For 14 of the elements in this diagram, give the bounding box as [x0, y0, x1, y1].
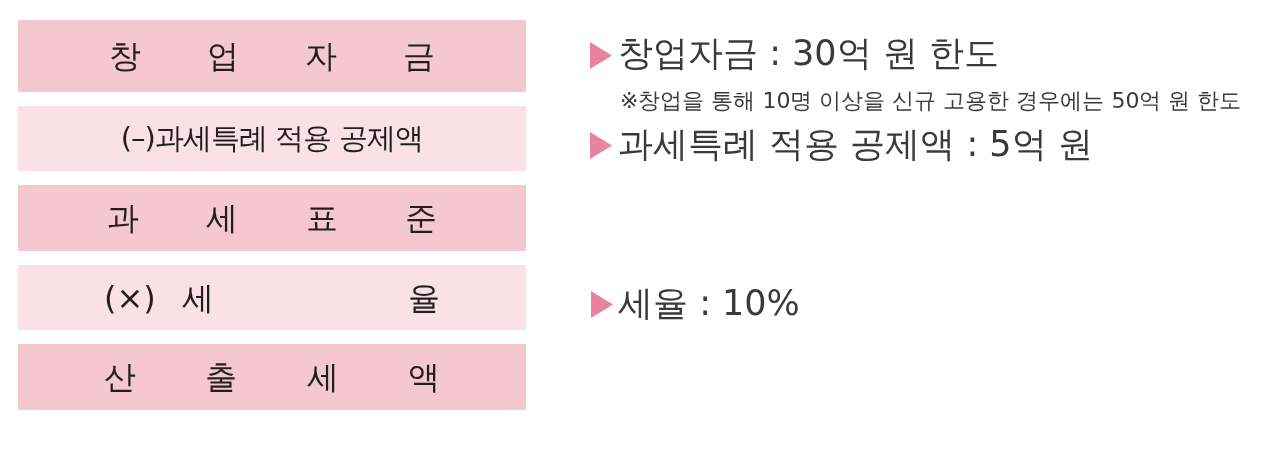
footnote-text: ※창업을 통해 10명 이상을 신규 고용한 경우에는 50억 원 한도	[620, 90, 1242, 112]
table-row	[18, 265, 526, 330]
row-label: 산 출 세 액	[104, 361, 440, 393]
table-row	[18, 106, 526, 171]
bullet-text: 세율 : 10%	[618, 286, 800, 321]
row-label: (–)과세특례 적용 공제액	[120, 124, 424, 153]
row-label: (×) 세 율	[104, 281, 440, 314]
row-label: 과 세 표 준	[107, 202, 437, 234]
row-label: 창 업 자 금	[109, 40, 435, 72]
table-row	[18, 185, 526, 251]
bullet-text: 과세특례 적용 공제액 : 5억 원	[618, 127, 1093, 162]
bullet-text: 창업자금 : 30억 원 한도	[618, 36, 999, 71]
table-row	[18, 344, 526, 410]
table-row	[18, 20, 526, 92]
